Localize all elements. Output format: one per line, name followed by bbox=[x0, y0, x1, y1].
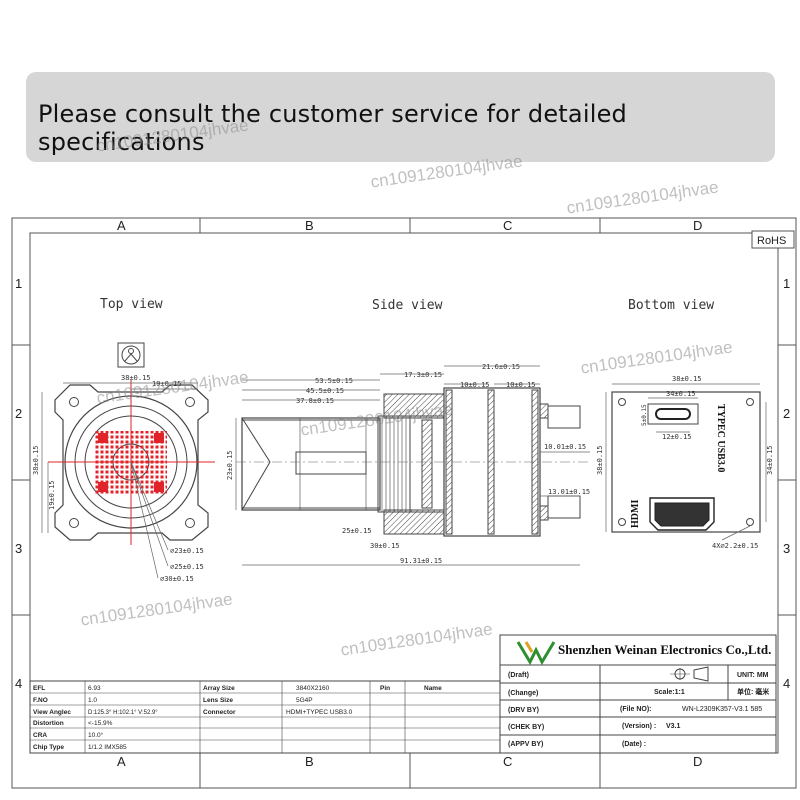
spec-efl-value: 6.93 bbox=[88, 685, 101, 692]
dim-side-10a: 10±0.15 bbox=[460, 381, 490, 389]
tb-version-label: (Version) : bbox=[622, 723, 656, 730]
spec-cra-value: 10.0° bbox=[88, 731, 104, 739]
col-label-d: D bbox=[693, 218, 702, 233]
col-label-c-bottom: C bbox=[503, 754, 512, 769]
tb-row-appv-label: (APPV BY) bbox=[508, 741, 543, 748]
tb-file-no: WN-L2309K357-V3.1 585 bbox=[682, 706, 762, 713]
spec-chip-key: Chip Type bbox=[33, 744, 64, 751]
col-label-b-bottom: B bbox=[305, 754, 314, 769]
dim-bot-38: 38±0.15 bbox=[672, 375, 702, 383]
spec-lens-value: 5G4P bbox=[296, 697, 313, 704]
spec-cra-key: CRA bbox=[33, 732, 47, 739]
tb-row-change-label: (Change) bbox=[508, 690, 538, 697]
row-label-3-right: 3 bbox=[783, 541, 790, 556]
tb-row-chek-label: (CHEK BY) bbox=[508, 724, 544, 731]
row-label-3: 3 bbox=[15, 541, 22, 556]
tb-date-label: (Date) : bbox=[622, 741, 646, 748]
tb-unit-cn: 单位: 毫米 bbox=[737, 687, 770, 696]
dim-dia25: ⌀25±0.15 bbox=[170, 563, 204, 571]
row-label-4-right: 4 bbox=[783, 676, 790, 691]
spec-banner: Please consult the customer service for … bbox=[26, 72, 775, 162]
dim-side-25: 25±0.15 bbox=[342, 527, 372, 535]
dim-side-1301: 13.01±0.15 bbox=[548, 488, 590, 496]
row-label-2-right: 2 bbox=[783, 406, 790, 421]
spec-distortion-value: <-15.9% bbox=[88, 720, 113, 727]
bottom-view-title: Bottom view bbox=[628, 298, 714, 313]
hdmi-label: HDMI bbox=[630, 500, 641, 528]
row-label-1: 1 bbox=[15, 276, 22, 291]
spec-table bbox=[29, 680, 501, 754]
dim-side-10b: 10±0.15 bbox=[506, 381, 536, 389]
dim-top-height: 38±0.15 bbox=[32, 445, 40, 475]
dim-bot-34v: 34±0.15 bbox=[766, 445, 774, 475]
tb-unit: UNIT: MM bbox=[737, 672, 769, 679]
dim-side-216: 21.6±0.15 bbox=[482, 363, 520, 371]
dim-side-23: 23±0.15 bbox=[226, 450, 234, 480]
tb-scale: Scale:1:1 bbox=[654, 689, 685, 696]
tb-file-no-label: (File NO): bbox=[620, 706, 652, 713]
spec-fno-value: 1.0 bbox=[88, 697, 97, 704]
spec-chip-value: 1/1.2 IMX585 bbox=[88, 744, 127, 751]
bottom-view-drawing bbox=[605, 383, 767, 541]
dim-side-30: 30±0.15 bbox=[370, 542, 400, 550]
rohs-label: RoHS bbox=[757, 235, 786, 247]
top-view-title: Top view bbox=[100, 297, 163, 312]
spec-view-angle-key: View Anglec bbox=[33, 709, 71, 716]
spec-efl-key: EFL bbox=[33, 685, 45, 692]
tb-row-draft-label: (Draft) bbox=[508, 672, 529, 679]
dim-side-455: 45.5±0.15 bbox=[306, 387, 344, 395]
col-label-b: B bbox=[305, 218, 314, 233]
tb-row-drv-label: (DRV BY) bbox=[508, 707, 539, 714]
dim-bot-38v: 38±0.15 bbox=[596, 445, 604, 475]
side-view-drawing bbox=[235, 365, 590, 566]
dim-bot-12: 12±0.15 bbox=[662, 433, 692, 441]
dim-dia23: ⌀23±0.15 bbox=[170, 547, 204, 555]
spec-lens-key: Lens Size bbox=[203, 697, 233, 704]
banner-text: Please consult the customer service for … bbox=[38, 100, 627, 156]
dim-side-913: 91.31±0.15 bbox=[400, 557, 442, 565]
typec-label: TYPEC USB3.0 bbox=[715, 404, 726, 472]
dim-side-535: 53.5±0.15 bbox=[315, 377, 353, 385]
spec-fno-key: F.NO bbox=[33, 697, 48, 704]
spec-view-angle-value: D:125.3° H:102.1° V:52.9° bbox=[88, 710, 158, 716]
spec-connector-value: HDMI+TYPEC USB3.0 bbox=[286, 709, 353, 716]
spec-distortion-key: Distortion bbox=[33, 720, 64, 727]
dim-dia30: ⌀30±0.15 bbox=[160, 575, 194, 583]
dim-top-width: 38±0.15 bbox=[121, 374, 151, 382]
dim-top-half: 19±0.15 bbox=[48, 480, 56, 510]
spec-array-key: Array Size bbox=[203, 685, 235, 692]
dim-side-1001: 10.01±0.15 bbox=[544, 443, 586, 451]
col-label-a: A bbox=[117, 218, 126, 233]
tb-version: V3.1 bbox=[666, 723, 681, 730]
row-label-4: 4 bbox=[15, 676, 22, 691]
dim-bot-holes: 4X⌀2.2±0.15 bbox=[712, 542, 758, 550]
company-name: Shenzhen Weinan Electronics Co.,Ltd. bbox=[558, 642, 771, 657]
row-label-2: 2 bbox=[15, 406, 22, 421]
spec-pin-header: Pin bbox=[380, 685, 390, 692]
col-label-c: C bbox=[503, 218, 512, 233]
side-view-title: Side view bbox=[372, 298, 443, 313]
col-label-a-bottom: A bbox=[117, 754, 126, 769]
dim-bot-5: 5±0.15 bbox=[641, 404, 648, 426]
row-label-1-right: 1 bbox=[783, 276, 790, 291]
spec-connector-key: Connector bbox=[203, 709, 236, 716]
dim-top-inner: 19±0.15 bbox=[152, 380, 182, 388]
spec-array-value: 3840X2160 bbox=[296, 685, 330, 692]
spec-name-header: Name bbox=[424, 685, 442, 692]
dim-side-173: 17.3±0.15 bbox=[404, 371, 442, 379]
dim-bot-34: 34±0.15 bbox=[666, 390, 696, 398]
top-view-drawing bbox=[41, 342, 215, 579]
col-label-d-bottom: D bbox=[693, 754, 702, 769]
dim-side-378: 37.8±0.15 bbox=[296, 397, 334, 405]
